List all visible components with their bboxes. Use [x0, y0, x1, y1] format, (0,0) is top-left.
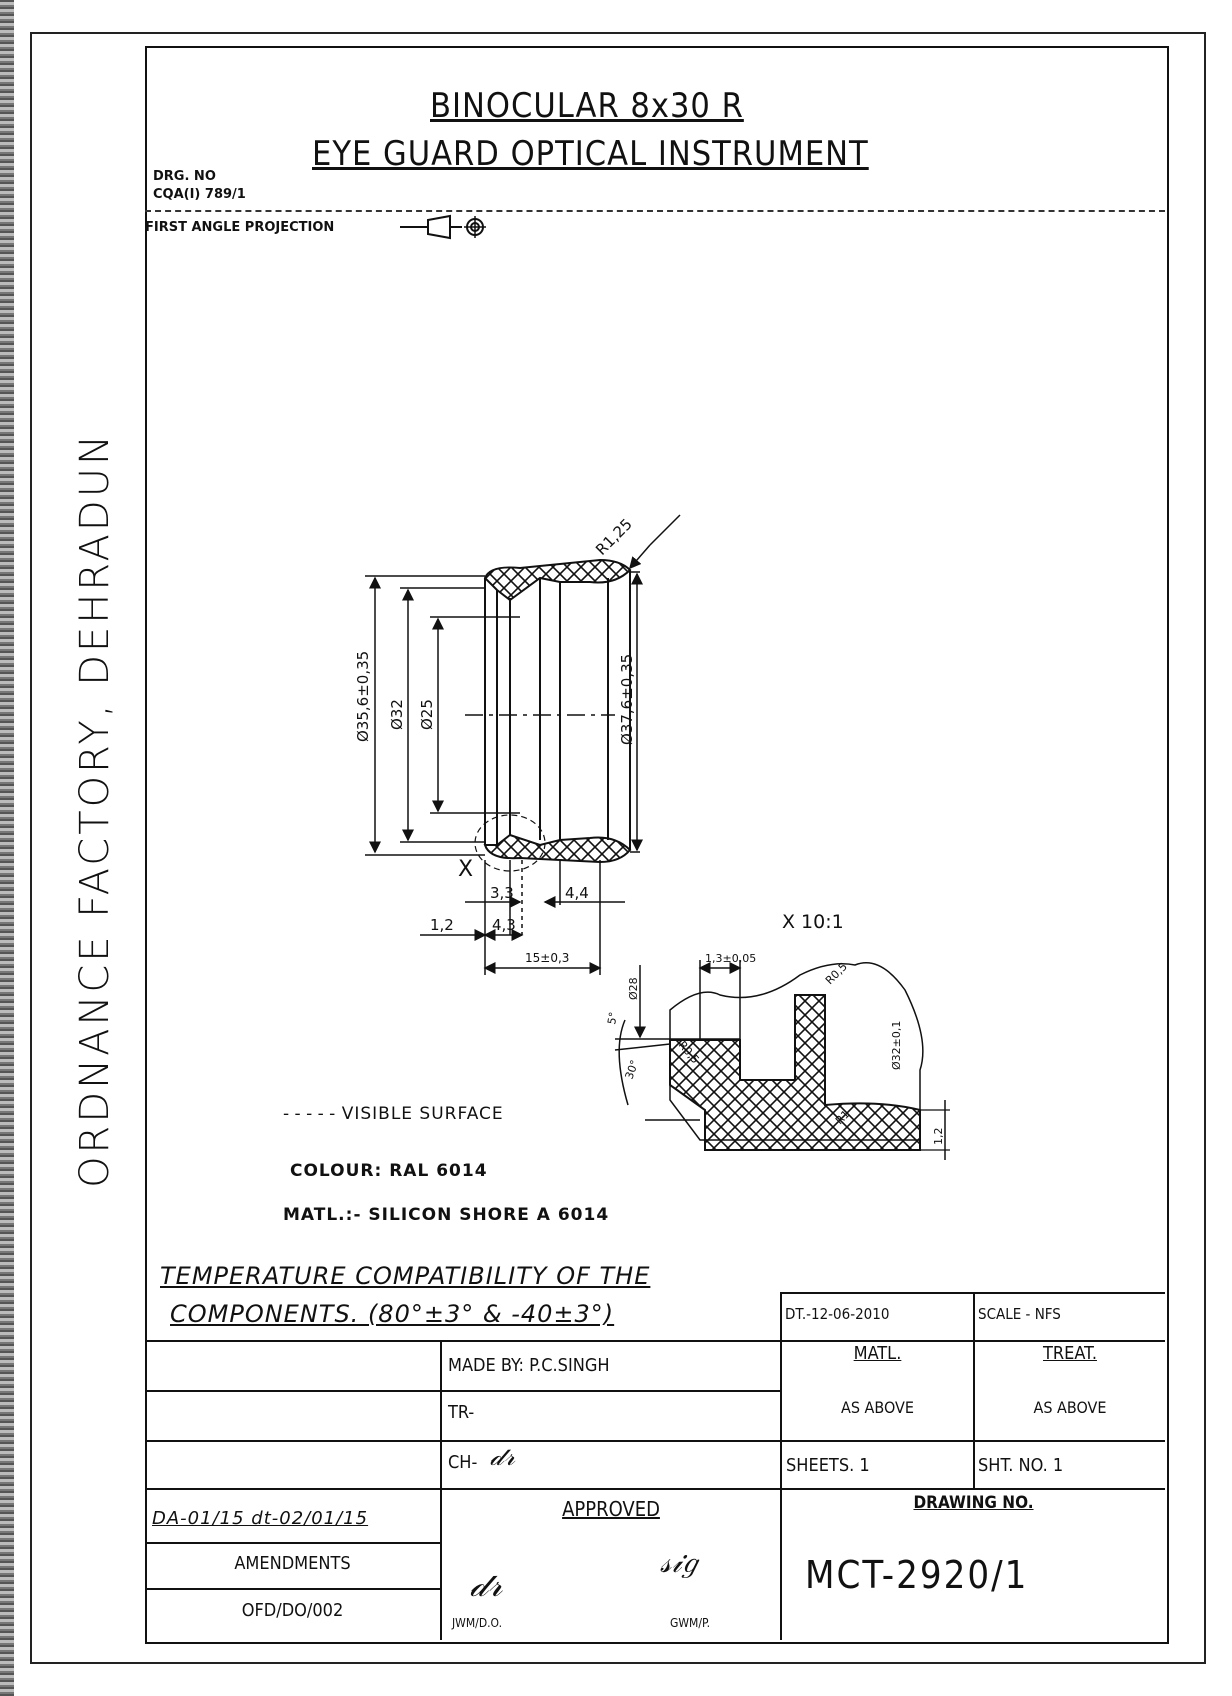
dim-3-3: 3,3 [490, 884, 514, 902]
tr-field: TR- [448, 1402, 475, 1423]
amendment-note: DA-01/15 dt-02/01/15 [152, 1508, 369, 1529]
drawing-ref-label: DRG. NO [153, 169, 216, 184]
dim-15: 15±0,3 [525, 951, 569, 965]
tb-line [145, 1542, 440, 1544]
dim-25: Ø25 [418, 699, 436, 730]
dim-radius: R1,25 [592, 515, 636, 559]
projection-label: FIRST ANGLE PROJECTION [145, 220, 335, 235]
detail-labels: X 10:1 Ø28 1,3±0,05 R0,5 R0,5 Ø32±0,1 5°… [605, 911, 945, 1145]
detail-1-3: 1,3±0,05 [705, 952, 756, 965]
tb-line [780, 1292, 1165, 1294]
dim-4-4: 4,4 [565, 884, 589, 902]
drawing-ref: DRG. NO CQA(I) 789/1 [153, 168, 246, 204]
colour-note: COLOUR: RAL 6014 [290, 1161, 488, 1181]
visible-surface-note: - - - - - VISIBLE SURFACE [283, 1104, 504, 1124]
first-angle-projection-icon [400, 214, 486, 240]
detail-title: X 10:1 [782, 911, 844, 933]
detail-angle-30: 30° [623, 1058, 642, 1081]
sheets: SHEETS. 1 [786, 1455, 870, 1476]
material-note: MATL.:- SILICON SHORE A 6014 [283, 1205, 610, 1225]
form-number: OFD/DO/002 [241, 1600, 344, 1621]
approved-label: APPROVED [562, 1497, 660, 1521]
matl-value: AS ABOVE [841, 1398, 914, 1417]
tb-line [145, 1588, 440, 1590]
tb-line [440, 1340, 442, 1640]
detail-d28: Ø28 [627, 977, 640, 1000]
temperature-note-line-2: COMPONENTS. (80°±3° & -40±3°) [170, 1300, 615, 1328]
dim-4-3: 4,3 [492, 916, 516, 934]
tb-line [145, 1488, 1165, 1490]
tb-line [780, 1292, 782, 1640]
ch-signature: 𝒹𝓇 [490, 1442, 516, 1472]
detail-angle-5: 5° [605, 1011, 620, 1026]
dim-32: Ø32 [388, 699, 406, 730]
header-divider [145, 210, 1165, 212]
date: DT.-12-06-2010 [785, 1305, 890, 1323]
jwm-signature: 𝒹𝓇 [470, 1565, 504, 1605]
scale: SCALE - NFS [978, 1305, 1061, 1323]
drawing-ref-value: CQA(I) 789/1 [153, 187, 246, 202]
temperature-note-line-1: TEMPERATURE COMPATIBILITY OF THE [160, 1262, 651, 1290]
title-line-1: BINOCULAR 8x30 R [430, 86, 744, 126]
tb-line [145, 1390, 780, 1392]
tb-line [973, 1292, 975, 1488]
treat-label: TREAT. [1043, 1343, 1097, 1364]
jwm-label: JWM/D.O. [452, 1616, 502, 1630]
tb-line [145, 1340, 1165, 1342]
title-line-2: EYE GUARD OPTICAL INSTRUMENT [312, 134, 869, 174]
drawing-no-label: DRAWING NO. [913, 1493, 1034, 1513]
gwm-signature: 𝓈𝒾𝑔 [660, 1545, 698, 1580]
ch-field: CH- [448, 1452, 478, 1473]
matl-label: MATL. [853, 1343, 902, 1364]
dim-37: Ø37,6±0,35 [618, 654, 636, 745]
sheet-no: SHT. NO. 1 [978, 1455, 1064, 1476]
scan-edge [0, 0, 14, 1696]
section-x-label: X [458, 857, 473, 882]
outer-frame [30, 32, 1206, 1664]
detail-d32: Ø32±0,1 [890, 1021, 903, 1070]
drawing-number: MCT-2920/1 [805, 1553, 1029, 1597]
made-by: MADE BY: P.C.SINGH [448, 1355, 610, 1376]
tb-line [145, 1440, 1165, 1442]
dim-1-2: 1,2 [430, 916, 454, 934]
amendments-label: AMENDMENTS [234, 1553, 351, 1574]
dim-outer-diameter: Ø35,6±0,35 [354, 651, 372, 742]
gwm-label: GWM/P. [670, 1616, 711, 1630]
inner-frame [145, 46, 1169, 1644]
treat-value: AS ABOVE [1033, 1398, 1107, 1417]
main-view [365, 514, 681, 975]
visible-surface-label: VISIBLE SURFACE [341, 1104, 504, 1124]
detail-h12: 1,2 [932, 1128, 945, 1146]
detail-view [614, 960, 950, 1160]
dashed-line-symbol: - - - - - [283, 1104, 336, 1124]
